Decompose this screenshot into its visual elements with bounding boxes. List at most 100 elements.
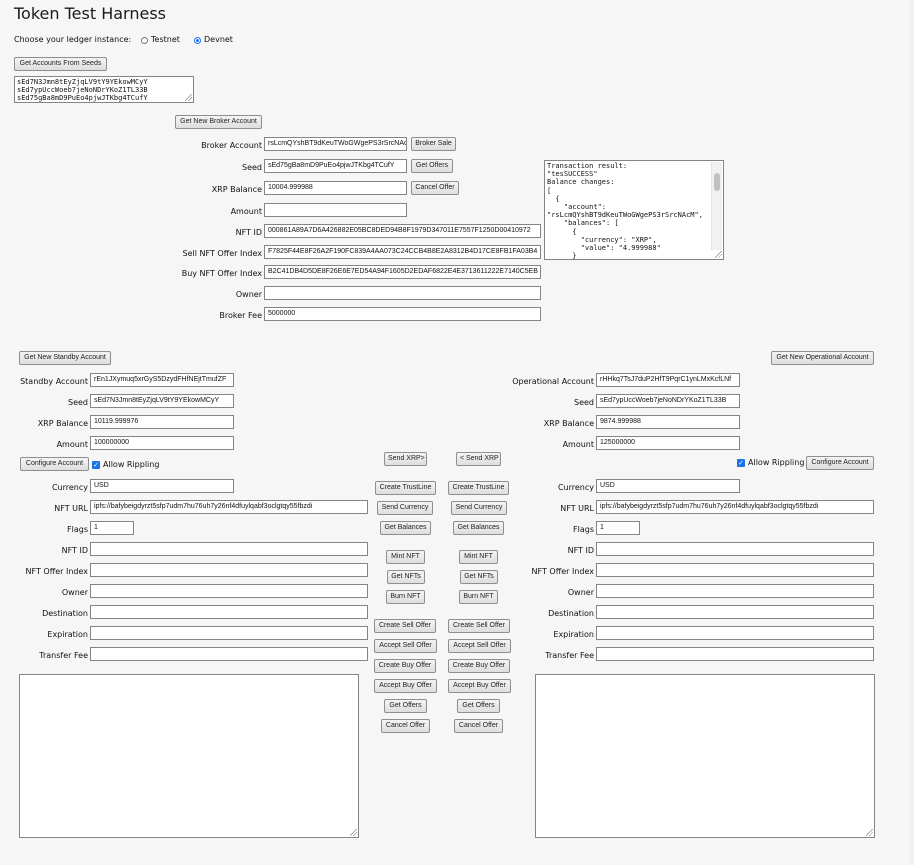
resize-grip-icon[interactable] bbox=[350, 829, 357, 836]
standby-flags-field[interactable]: 1 bbox=[90, 521, 134, 535]
standby-destination-label: Destination bbox=[42, 609, 88, 618]
broker-seed-field[interactable]: sEd75gBa8mD9PuEo4pjwJTKbg4TCufY bbox=[264, 159, 407, 173]
standby-currency-field[interactable]: USD bbox=[90, 479, 234, 493]
operational-allow-rippling-label[interactable]: Allow Rippling bbox=[748, 458, 805, 467]
operational-flags-label: Flags bbox=[573, 525, 594, 534]
operational-xrp-balance-field[interactable]: 9874.999988 bbox=[596, 415, 740, 429]
get-new-operational-account-button[interactable]: Get New Operational Account bbox=[771, 351, 874, 365]
standby-nft-url-field[interactable]: ipfs://bafybeigdyrzt5sfp7udm7hu76uh7y26n… bbox=[90, 500, 368, 514]
operational-accept-buy-offer-button[interactable]: Accept Buy Offer bbox=[448, 679, 511, 693]
devnet-label[interactable]: Devnet bbox=[204, 35, 233, 44]
standby-send-currency-button[interactable]: Send Currency bbox=[377, 501, 433, 515]
standby-get-offers-button[interactable]: Get Offers bbox=[384, 699, 427, 713]
resize-grip-icon[interactable] bbox=[715, 251, 722, 258]
standby-result-textarea[interactable] bbox=[19, 674, 359, 838]
broker-buy-offer-index-field[interactable]: B2C41DB4D5DE8F26E6E7ED54A94F1605D2EDAF68… bbox=[264, 265, 541, 279]
standby-accept-buy-offer-button[interactable]: Accept Buy Offer bbox=[374, 679, 437, 693]
operational-amount-field[interactable]: 125000000 bbox=[596, 436, 740, 450]
broker-xrp-balance-field[interactable]: 10004.999988 bbox=[264, 181, 407, 195]
standby-result-text bbox=[20, 675, 358, 677]
resize-grip-icon[interactable] bbox=[866, 829, 873, 836]
operational-transfer-fee-field[interactable] bbox=[596, 647, 874, 661]
broker-result-text: Transaction result: "tesSUCCESS" Balance… bbox=[547, 162, 703, 260]
testnet-radio[interactable] bbox=[141, 37, 148, 44]
standby-account-label: Standby Account bbox=[20, 377, 88, 386]
standby-owner-field[interactable] bbox=[90, 584, 368, 598]
broker-nft-id-field[interactable]: 000861A89A7D6A426882E05BC8DED94B8F1979D3… bbox=[264, 224, 541, 238]
standby-amount-field[interactable]: 100000000 bbox=[90, 436, 234, 450]
broker-amount-field[interactable] bbox=[264, 203, 407, 217]
operational-owner-field[interactable] bbox=[596, 584, 874, 598]
get-new-standby-account-button[interactable]: Get New Standby Account bbox=[19, 351, 111, 365]
operational-burn-nft-button[interactable]: Burn NFT bbox=[459, 590, 498, 604]
operational-nft-id-field[interactable] bbox=[596, 542, 874, 556]
get-new-broker-account-button[interactable]: Get New Broker Account bbox=[175, 115, 262, 129]
operational-get-offers-button[interactable]: Get Offers bbox=[457, 699, 500, 713]
operational-flags-field[interactable]: 1 bbox=[596, 521, 640, 535]
standby-allow-rippling-label[interactable]: Allow Rippling bbox=[103, 460, 160, 469]
operational-transfer-fee-label: Transfer Fee bbox=[545, 651, 594, 660]
standby-nft-id-field[interactable] bbox=[90, 542, 368, 556]
standby-accept-sell-offer-button[interactable]: Accept Sell Offer bbox=[374, 639, 437, 653]
operational-expiration-field[interactable] bbox=[596, 626, 874, 640]
broker-cancel-offer-button[interactable]: Cancel Offer bbox=[411, 181, 459, 195]
standby-destination-field[interactable] bbox=[90, 605, 368, 619]
operational-nft-offer-index-field[interactable] bbox=[596, 563, 874, 577]
send-xrp-to-standby-button[interactable]: < Send XRP bbox=[456, 452, 501, 466]
page-scrollbar[interactable] bbox=[910, 0, 914, 865]
standby-xrp-balance-field[interactable]: 10119.999976 bbox=[90, 415, 234, 429]
standby-create-sell-offer-button[interactable]: Create Sell Offer bbox=[374, 619, 436, 633]
broker-xrp-balance-label: XRP Balance bbox=[211, 185, 262, 194]
broker-sale-button[interactable]: Broker Sale bbox=[411, 137, 456, 151]
broker-get-offers-button[interactable]: Get Offers bbox=[411, 159, 453, 173]
operational-create-sell-offer-button[interactable]: Create Sell Offer bbox=[448, 619, 510, 633]
operational-send-currency-button[interactable]: Send Currency bbox=[451, 501, 507, 515]
standby-cancel-offer-button[interactable]: Cancel Offer bbox=[381, 719, 430, 733]
broker-account-field[interactable]: rsLcmQYshBT9dKeuTWoGWgePS3rSrcNAcM bbox=[264, 137, 407, 151]
standby-account-field[interactable]: rEn1JXymuq5xrGyS5DzydFHfNEjtTmufZF bbox=[90, 373, 234, 387]
standby-create-trustline-button[interactable]: Create TrustLine bbox=[375, 481, 436, 495]
operational-configure-account-button[interactable]: Configure Account bbox=[806, 456, 874, 470]
operational-account-field[interactable]: rHHkq7TsJ7duP2HfT9PqrC1ynLMxKcfLNf bbox=[596, 373, 740, 387]
operational-get-nfts-button[interactable]: Get NFTs bbox=[460, 570, 498, 584]
operational-create-trustline-button[interactable]: Create TrustLine bbox=[448, 481, 509, 495]
devnet-radio[interactable] bbox=[194, 37, 201, 44]
standby-get-nfts-button[interactable]: Get NFTs bbox=[387, 570, 425, 584]
standby-flags-label: Flags bbox=[67, 525, 88, 534]
scrollbar-thumb[interactable] bbox=[714, 173, 720, 191]
operational-currency-field[interactable]: USD bbox=[596, 479, 740, 493]
standby-expiration-field[interactable] bbox=[90, 626, 368, 640]
operational-allow-rippling-checkbox[interactable]: ✓ bbox=[737, 459, 745, 467]
operational-seed-field[interactable]: sEd7ypUccWoeb7jeNoNDrYKoZ1TL33B bbox=[596, 394, 740, 408]
broker-result-textarea[interactable]: Transaction result: "tesSUCCESS" Balance… bbox=[544, 160, 724, 260]
send-xrp-to-operational-button[interactable]: Send XRP> bbox=[384, 452, 427, 466]
resize-grip-icon[interactable] bbox=[185, 94, 192, 101]
standby-configure-account-button[interactable]: Configure Account bbox=[20, 457, 89, 471]
operational-accept-sell-offer-button[interactable]: Accept Sell Offer bbox=[448, 639, 511, 653]
standby-burn-nft-button[interactable]: Burn NFT bbox=[386, 590, 425, 604]
standby-allow-rippling-checkbox[interactable]: ✓ bbox=[92, 461, 100, 469]
standby-transfer-fee-field[interactable] bbox=[90, 647, 368, 661]
operational-expiration-label: Expiration bbox=[553, 630, 594, 639]
operational-nft-url-field[interactable]: ipfs://bafybeigdyrzt5sfp7udm7hu76uh7y26n… bbox=[596, 500, 874, 514]
operational-destination-field[interactable] bbox=[596, 605, 874, 619]
testnet-label[interactable]: Testnet bbox=[151, 35, 180, 44]
operational-result-textarea[interactable] bbox=[535, 674, 875, 838]
broker-sell-offer-index-field[interactable]: F7825F44E8F26A2F190FC839A4AA073C24CCB4B8… bbox=[264, 245, 541, 259]
scrollbar[interactable] bbox=[711, 162, 722, 250]
operational-get-balances-button[interactable]: Get Balances bbox=[453, 521, 504, 535]
standby-create-buy-offer-button[interactable]: Create Buy Offer bbox=[374, 659, 436, 673]
broker-fee-field[interactable]: 5000000 bbox=[264, 307, 541, 321]
get-accounts-from-seeds-button[interactable]: Get Accounts From Seeds bbox=[14, 57, 107, 71]
operational-create-buy-offer-button[interactable]: Create Buy Offer bbox=[448, 659, 510, 673]
standby-transfer-fee-label: Transfer Fee bbox=[39, 651, 88, 660]
standby-get-balances-button[interactable]: Get Balances bbox=[380, 521, 431, 535]
standby-seed-field[interactable]: sEd7N3Jmn8tEyZjqLV9tY9YEkowMCyY bbox=[90, 394, 234, 408]
seeds-textarea[interactable]: sEd7N3Jmn8tEyZjqLV9tY9YEkowMCyY sEd7ypUc… bbox=[14, 76, 194, 103]
ledger-prompt: Choose your ledger instance: bbox=[14, 35, 132, 44]
standby-nft-offer-index-field[interactable] bbox=[90, 563, 368, 577]
standby-mint-nft-button[interactable]: Mint NFT bbox=[386, 550, 425, 564]
operational-cancel-offer-button[interactable]: Cancel Offer bbox=[454, 719, 503, 733]
operational-mint-nft-button[interactable]: Mint NFT bbox=[459, 550, 498, 564]
broker-owner-field[interactable] bbox=[264, 286, 541, 300]
